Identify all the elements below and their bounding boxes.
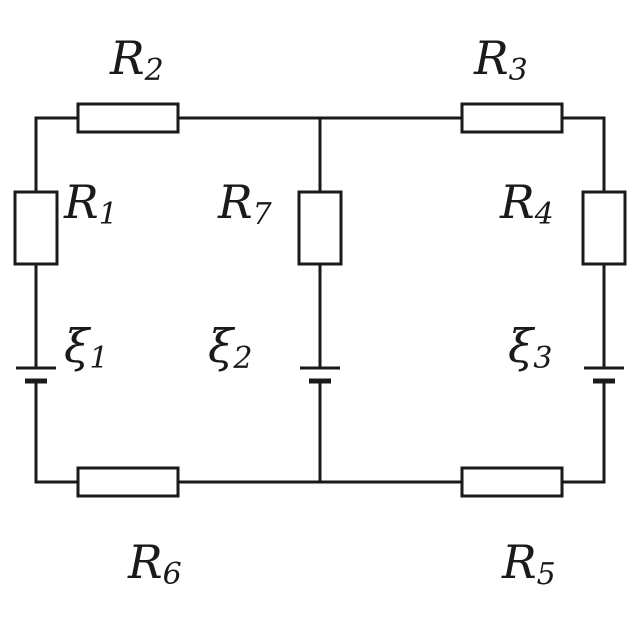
battery-e2 — [300, 366, 340, 384]
battery-e3 — [584, 366, 624, 384]
battery-e1 — [16, 366, 56, 384]
emf-sources — [16, 366, 624, 384]
resistor-r4 — [581, 190, 627, 266]
label-r7: R7 — [217, 175, 273, 232]
label-r6: R6 — [127, 535, 182, 592]
resistor-r1 — [13, 190, 59, 266]
resistor-r2 — [76, 102, 180, 134]
label-e2: ξ2 — [208, 319, 252, 376]
label-r5: R5 — [501, 535, 556, 592]
wires — [34, 116, 606, 484]
label-e1: ξ1 — [64, 319, 108, 376]
resistor-r3 — [460, 102, 564, 134]
label-r2: R2 — [109, 31, 164, 88]
resistor-r7 — [297, 190, 343, 266]
label-e3: ξ3 — [508, 319, 552, 376]
label-r1: R1 — [63, 175, 118, 232]
labels: R2 R3 R1 R7 R4 ξ1 ξ2 ξ3 R6 R5 — [63, 31, 556, 592]
resistors — [13, 102, 627, 498]
label-r4: R4 — [499, 175, 554, 232]
resistor-r5 — [460, 466, 564, 498]
label-r3: R3 — [473, 31, 528, 88]
resistor-r6 — [76, 466, 180, 498]
